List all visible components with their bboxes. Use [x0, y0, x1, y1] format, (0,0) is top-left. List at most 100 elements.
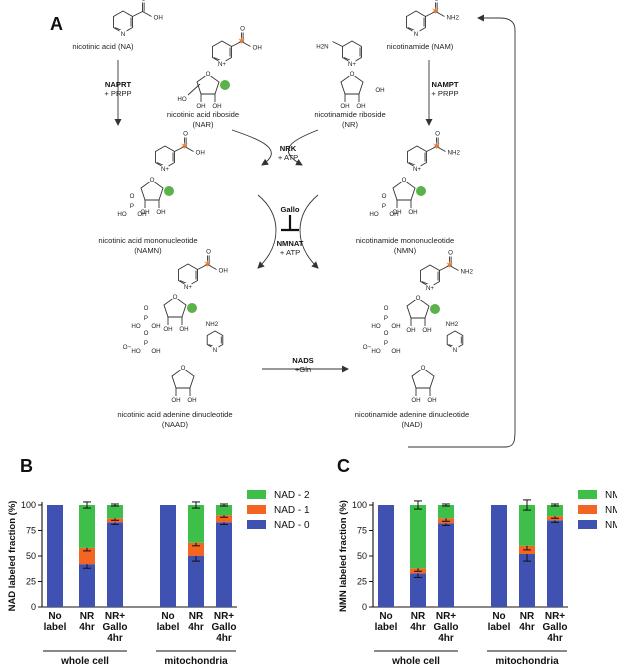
carbonyl-oxygen: O — [448, 250, 453, 257]
legend-swatch — [578, 505, 597, 514]
x-category-label: No — [492, 611, 505, 622]
legend-label: NMN-2 — [605, 490, 617, 501]
ribose-oxygen: O — [181, 365, 186, 372]
pyridine-ring — [342, 40, 362, 64]
phosphate-oh: OH — [389, 211, 398, 218]
x-category-label: 4hr — [79, 622, 95, 633]
bar-segment-nmn-0 — [410, 573, 426, 607]
naprt-label-cofactor: + PRPP — [104, 89, 131, 98]
label-star-icon: ✶ — [237, 36, 246, 48]
o-mask — [172, 293, 178, 299]
ribose-3-oh: OH — [392, 209, 401, 216]
phosphate-ho: HO — [131, 348, 140, 355]
amide-nh2: NH2 — [448, 150, 461, 157]
carbonyl-tail — [207, 264, 217, 270]
phosphate-o: O — [130, 193, 135, 200]
phosphorus-atom: P — [144, 315, 148, 322]
ribose-2-oh: OH — [212, 103, 221, 110]
bar-segment-nad-1 — [79, 547, 95, 565]
x-category-label: label — [157, 622, 180, 633]
nmnat-label-cofactor: + ATP — [280, 248, 300, 257]
bar-segment-nad-1 — [216, 515, 232, 523]
y-tick-label: 75 — [357, 526, 367, 536]
x-category-label: NR — [411, 611, 426, 622]
x-category-label: NR — [80, 611, 95, 622]
ring-n-atom: N — [453, 347, 457, 354]
legend-label: NAD - 2 — [274, 490, 310, 501]
x-category-label: No — [48, 611, 61, 622]
legend-swatch — [578, 490, 597, 499]
x-category-label: No — [379, 611, 392, 622]
legend-swatch — [247, 490, 266, 499]
bar-segment-nad-0 — [79, 564, 95, 607]
ribose-2-oh: OH — [156, 209, 165, 216]
pyridine-ring — [113, 10, 133, 34]
ribose-3-oh: OH — [411, 397, 420, 404]
x-category-label: Gallo — [433, 622, 458, 633]
phosphate-o: O — [144, 305, 149, 312]
ribose-oxygen: O — [350, 71, 355, 78]
bar-segment-nad-0 — [107, 522, 123, 607]
x-category-label: 4hr — [188, 622, 204, 633]
y-tick-label: 100 — [352, 500, 367, 510]
label-star-icon: ✶ — [445, 260, 454, 272]
phosphate-oh: OH — [151, 348, 160, 355]
phosphorus-atom: P — [144, 340, 148, 347]
n-mask — [211, 346, 219, 353]
ring-n-atom: N+ — [184, 284, 192, 291]
nmnat-arrow-right — [299, 194, 319, 269]
ribose-2-oh: OH — [356, 103, 365, 110]
nad-abbr: (NAD) — [401, 420, 423, 429]
x-category-label: NR — [520, 611, 535, 622]
y-axis-title: NAD labeled fraction (%) — [7, 501, 18, 612]
label-dot-icon — [430, 304, 440, 314]
nad-o-minus: O− — [363, 344, 372, 351]
y-tick-label: 0 — [362, 602, 367, 612]
x-category-label: Gallo — [102, 622, 127, 633]
nr-h2n: H2N — [316, 44, 328, 51]
ribose-oxygen: O — [150, 177, 155, 184]
bar-segment-nmn-2 — [410, 505, 426, 569]
ring-n-atom: N — [414, 31, 418, 38]
nmn-abbr: (NMN) — [394, 246, 417, 255]
panel-a-letter: A — [50, 14, 63, 34]
bar-segment-nad-2 — [188, 505, 204, 543]
carbonyl-tail — [436, 146, 446, 152]
n-mask — [119, 30, 127, 37]
o-mask — [401, 176, 407, 182]
label-dot-icon — [416, 186, 426, 196]
panel-a-pathway: A NOOHnicotinic acid (NA)NONH2✶nicotinam… — [50, 0, 516, 448]
x-category-label: 4hr — [107, 633, 123, 644]
o-mask — [180, 364, 186, 370]
pyridine-ring — [212, 40, 232, 64]
ribose-oxygen: O — [421, 365, 426, 372]
acid-oh: OH — [253, 45, 262, 52]
n-mask — [426, 284, 434, 291]
group-label: mitochondria — [164, 656, 228, 667]
nr-oh: OH — [375, 87, 384, 94]
bar-segment-nmn-0 — [547, 520, 563, 607]
o-mask — [149, 176, 155, 182]
x-category-label: 4hr — [438, 633, 454, 644]
group-label: mitochondria — [495, 656, 559, 667]
nad-recycle-arrow — [408, 14, 516, 448]
ribose-oxygen: O — [416, 295, 421, 302]
ring-n-atom: N — [121, 31, 125, 38]
group-label: whole cell — [391, 656, 440, 667]
x-category-label: label — [488, 622, 511, 633]
bar-segment-nmn-2 — [438, 505, 454, 519]
ribose-oxygen: O — [173, 294, 178, 301]
phosphate-ho: HO — [371, 323, 380, 330]
n-mask — [412, 30, 420, 37]
group-label: whole cell — [60, 656, 109, 667]
x-category-label: Gallo — [211, 622, 236, 633]
carbonyl-oxygen: O — [240, 26, 245, 33]
phosphate-ho: HO — [371, 348, 380, 355]
label-star-icon: ✶ — [203, 259, 212, 271]
nad-label: nicotinamide adenine dinucleotide — [355, 410, 469, 419]
n-mask — [184, 283, 192, 290]
label-dot-icon — [220, 80, 230, 90]
naad-adenine-nh2: NH2 — [206, 321, 219, 328]
